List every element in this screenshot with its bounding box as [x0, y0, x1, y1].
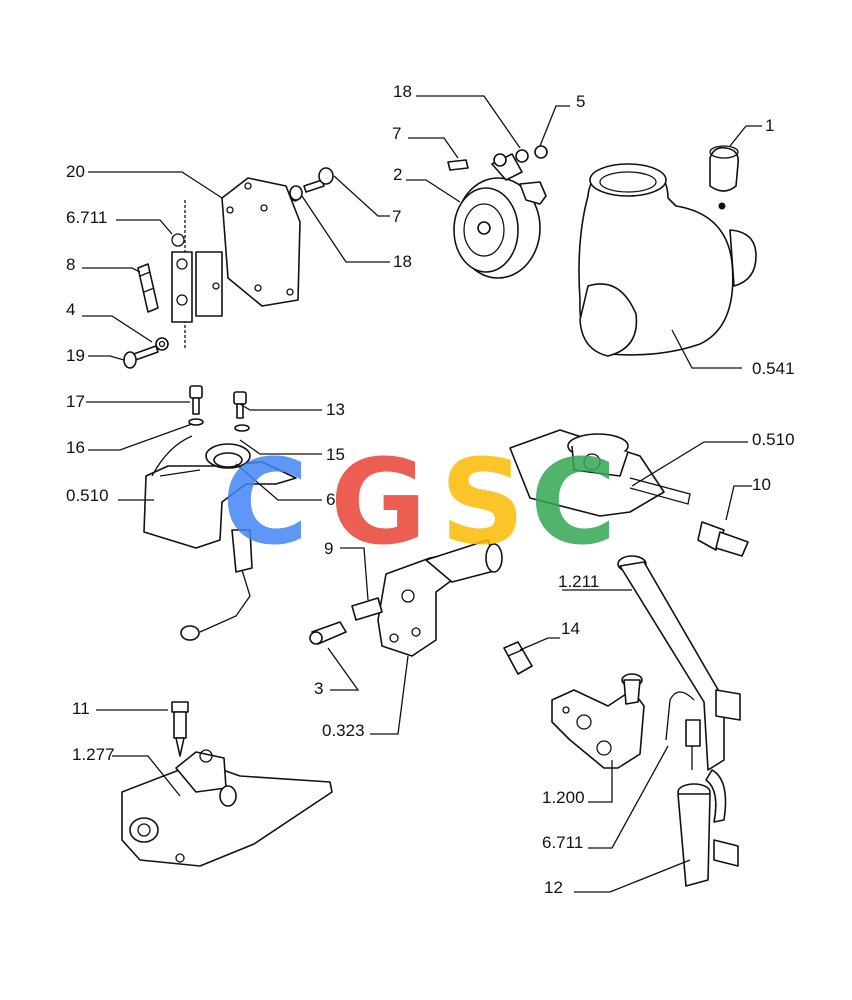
- watermark-letter-s: S: [440, 433, 525, 571]
- bolt-19-washer-4: [123, 337, 169, 369]
- callout-11: 11: [72, 699, 90, 718]
- pipe-1211: [617, 555, 741, 771]
- callout-7-top: 7: [392, 124, 401, 143]
- callout-5: 5: [576, 92, 585, 111]
- pipe-12: [677, 769, 739, 887]
- callout-0323: 0.323: [322, 721, 365, 740]
- bolts-17-13: [188, 385, 250, 432]
- callout-14: 14: [561, 619, 580, 638]
- callout-0541: 0.541: [752, 359, 795, 378]
- callout-6711-top: 6.711: [66, 208, 107, 227]
- sensor-10: [697, 521, 749, 557]
- callout-18-top: 18: [393, 82, 412, 101]
- callout-1211: 1.211: [558, 572, 599, 591]
- callout-20: 20: [66, 162, 85, 181]
- callout-17: 17: [66, 392, 85, 411]
- callout-8: 8: [66, 255, 75, 274]
- sensor-11: [171, 701, 189, 757]
- callout-6711-bottom: 6.711: [542, 833, 583, 852]
- callout-2: 2: [393, 165, 402, 184]
- callout-1277: 1.277: [72, 745, 115, 764]
- leader-lines: [82, 95, 762, 893]
- callout-10: 10: [752, 475, 771, 494]
- callout-labels: 18 5 1 7 2 20 7 6.711 18 8 4 19 0.541 17…: [66, 82, 795, 897]
- callout-15: 15: [326, 445, 345, 464]
- valve-body-0323: [309, 539, 503, 657]
- fitting-14: [503, 641, 533, 675]
- cgsc-watermark: C G S C: [222, 433, 617, 571]
- callout-0510-right: 0.510: [752, 430, 795, 449]
- callout-18-right: 18: [393, 252, 412, 271]
- callout-1200: 1.200: [542, 788, 585, 807]
- mounting-plate-20: [221, 177, 301, 307]
- bracket-0510-right: [509, 429, 691, 517]
- watermark-letter-g: G: [330, 433, 427, 571]
- callout-12: 12: [544, 878, 563, 897]
- callout-9: 9: [324, 539, 333, 558]
- watermark-letter-c1: C: [222, 433, 309, 571]
- callout-1: 1: [765, 116, 774, 135]
- callout-0510-left: 0.510: [66, 486, 109, 505]
- bolt-7-washer-18-right: [289, 167, 334, 201]
- air-filter-housing: [578, 145, 757, 357]
- callout-4: 4: [66, 300, 75, 319]
- watermark-letter-c2: C: [530, 433, 617, 571]
- callout-13: 13: [326, 400, 345, 419]
- callout-19: 19: [66, 346, 85, 365]
- callout-6: 6: [326, 490, 335, 509]
- switch-6711-bottom: [665, 691, 701, 770]
- callout-16: 16: [66, 438, 85, 457]
- callout-7-right: 7: [392, 207, 401, 226]
- callout-3: 3: [314, 679, 323, 698]
- mount-1277: [121, 749, 333, 867]
- horn-2: [447, 145, 548, 279]
- switch-bracket-6711: [171, 200, 223, 350]
- pump-1200: [551, 673, 645, 769]
- stud-8: [137, 263, 159, 313]
